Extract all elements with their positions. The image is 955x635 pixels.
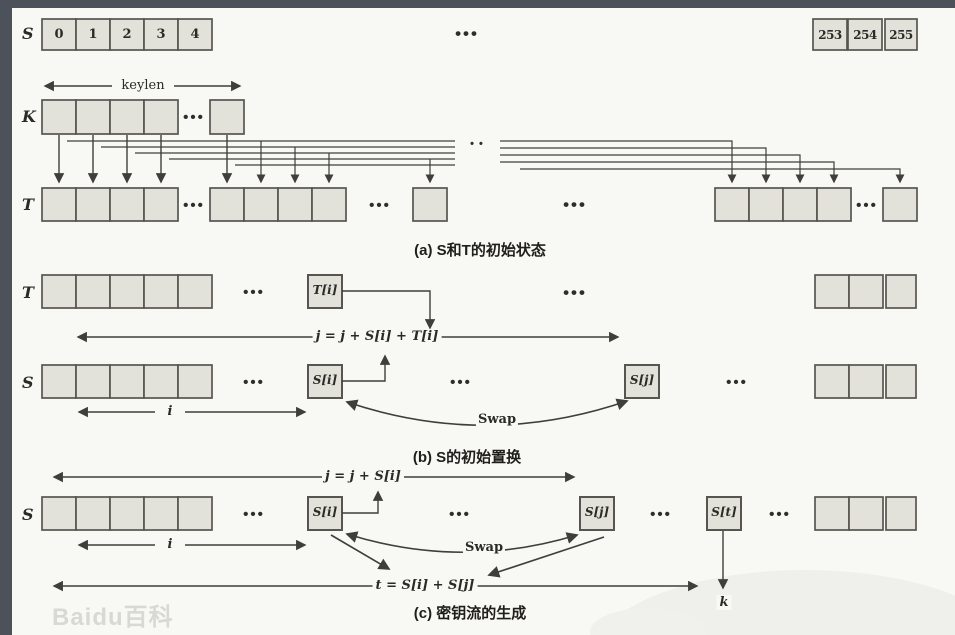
array-k [41,99,245,135]
caption-b: (b) S的初始置换 [412,449,522,466]
s-cell-1: 1 [88,27,98,42]
array-s-c [41,496,917,531]
ellipsis-s-b-1: ••• [243,374,265,391]
scan-frame-top [0,0,955,8]
ellipsis-s-c-2: ••• [449,506,471,523]
ellipsis-s-c-1: ••• [243,506,265,523]
formula-j-c: j = j + S[i] [322,469,404,484]
i-range-label-c: i [164,537,176,552]
caption-c: (c) 密钥流的生成 [413,605,527,622]
ellipsis-t-b-center: ••• [563,283,587,302]
s-cell-2: 2 [122,27,132,42]
section-c-arrows [52,471,729,592]
ellipsis-t-a-2: ••• [369,197,391,214]
s-cell-4: 4 [190,27,200,42]
row-label-t-a: T [22,195,34,214]
cell-s-j-b [624,364,660,399]
k-output-label: k [716,595,732,610]
swap-label-c: Swap [462,540,506,555]
i-range-label-b: i [164,404,176,419]
cell-t-i [307,274,343,309]
swap-label-b: Swap [475,412,519,427]
cell-label-s-i-b: S[i] [312,373,338,387]
k-wrap-lines-right [500,140,905,184]
s-cell-254: 254 [853,28,877,42]
cell-s-j-c [579,496,615,531]
cell-label-t-i: T[i] [312,283,338,297]
formula-j-b: j = j + S[i] + T[i] [312,329,442,344]
array-t-b [41,274,917,309]
baidu-watermark: Baidu百科 [52,604,174,631]
ellipsis-s-b-3: ••• [726,374,748,391]
keylen-label: keylen [118,78,168,93]
s-cell-255: 255 [889,28,913,42]
cell-label-s-i-c: S[i] [312,505,338,519]
array-t-a [41,187,918,222]
row-label-t-b: T [22,283,34,302]
cell-label-s-t-c: S[t] [711,505,737,519]
array-s-b [41,364,917,399]
k-wrap-lines-left [67,140,455,184]
s-cell-253: 253 [818,28,842,42]
row-label-s-b: S [22,373,34,392]
ellipsis-s-c-3: ••• [650,506,672,523]
cell-label-s-j-c: S[j] [584,505,610,519]
s-cell-3: 3 [156,27,166,42]
ellipsis-k-row: ••• [183,109,205,126]
ellipsis-s-c-4: ••• [769,506,791,523]
ellipsis-s-b-2: ••• [450,374,472,391]
cell-s-t-c [706,496,742,531]
array-s-a [41,18,918,51]
ellipsis-wrap-lines: • • [470,138,484,150]
cell-label-s-j-b: S[j] [629,373,655,387]
ellipsis-t-a-1: ••• [183,197,205,214]
s-cell-0: 0 [54,27,64,42]
formula-t-c: t = S[i] + S[j] [372,578,478,593]
ellipsis-s-row: ••• [455,24,479,43]
scan-frame-left [0,0,12,635]
row-label-s-a: S [22,24,34,43]
ellipsis-t-b-1: ••• [243,284,265,301]
ellipsis-t-a-3: ••• [856,197,878,214]
row-label-s-c: S [22,505,34,524]
caption-a: (a) S和T的初始状态 [414,242,546,259]
scan-artifact-blob [590,570,955,635]
section-b-arrows [76,290,629,427]
ellipsis-t-a-center: ••• [563,195,587,214]
row-label-k: K [22,107,36,126]
